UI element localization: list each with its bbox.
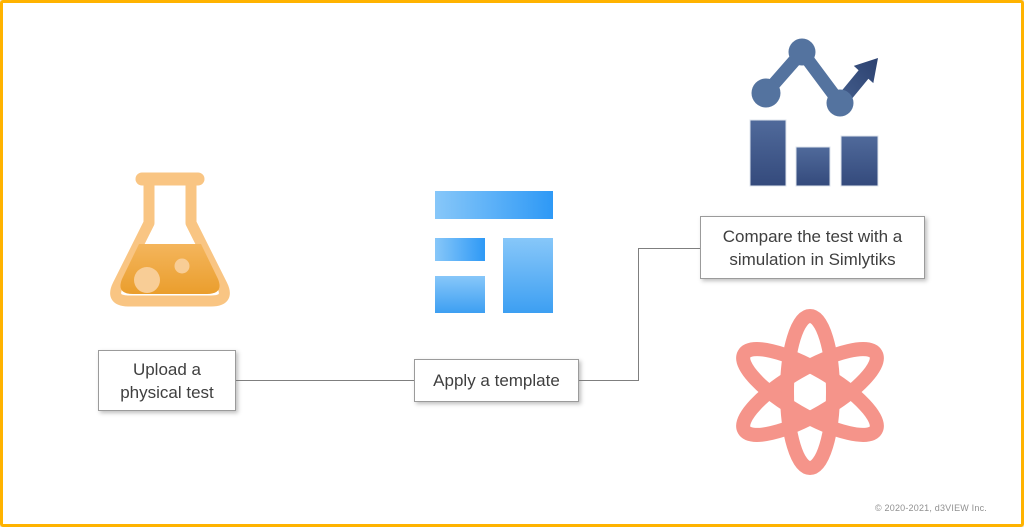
connector-apply-out xyxy=(579,380,639,381)
connector-upload-to-apply xyxy=(236,380,414,381)
chart-node xyxy=(751,78,781,108)
upload-step-label-text: Upload a physical test xyxy=(120,359,214,402)
template-top-bar xyxy=(435,191,553,219)
compare-step-label-text: Compare the test with a simulation in Si… xyxy=(722,226,903,269)
flask-icon xyxy=(110,172,230,307)
copyright-notice: © 2020-2021, d3VIEW Inc. xyxy=(875,503,987,513)
template-mid-left-cell xyxy=(435,238,485,261)
chart-bar-medium xyxy=(840,135,879,187)
template-right-cell xyxy=(503,238,553,313)
compare-step-label: Compare the test with a simulation in Si… xyxy=(700,216,925,279)
atom-orbit-left xyxy=(736,342,884,442)
atom-icon xyxy=(736,309,884,475)
template-icon xyxy=(435,191,553,313)
chart-node xyxy=(788,38,816,66)
flask-bubble-large xyxy=(134,267,160,293)
bar-line-chart-icon xyxy=(749,38,879,187)
apply-step-label: Apply a template xyxy=(414,359,579,402)
atom-orbit-vertical xyxy=(780,309,840,475)
atom-orbit-right xyxy=(736,342,884,442)
connector-into-compare xyxy=(639,248,700,249)
connector-vertical-riser xyxy=(638,248,639,381)
chart-bar-tall xyxy=(749,119,787,187)
upload-step-label: Upload a physical test xyxy=(98,350,236,411)
flask-bubble-small xyxy=(174,258,190,274)
chart-node xyxy=(826,89,854,117)
chart-bar-short xyxy=(795,146,831,187)
apply-step-label-text: Apply a template xyxy=(433,371,560,390)
template-bottom-left-cell xyxy=(435,276,485,313)
